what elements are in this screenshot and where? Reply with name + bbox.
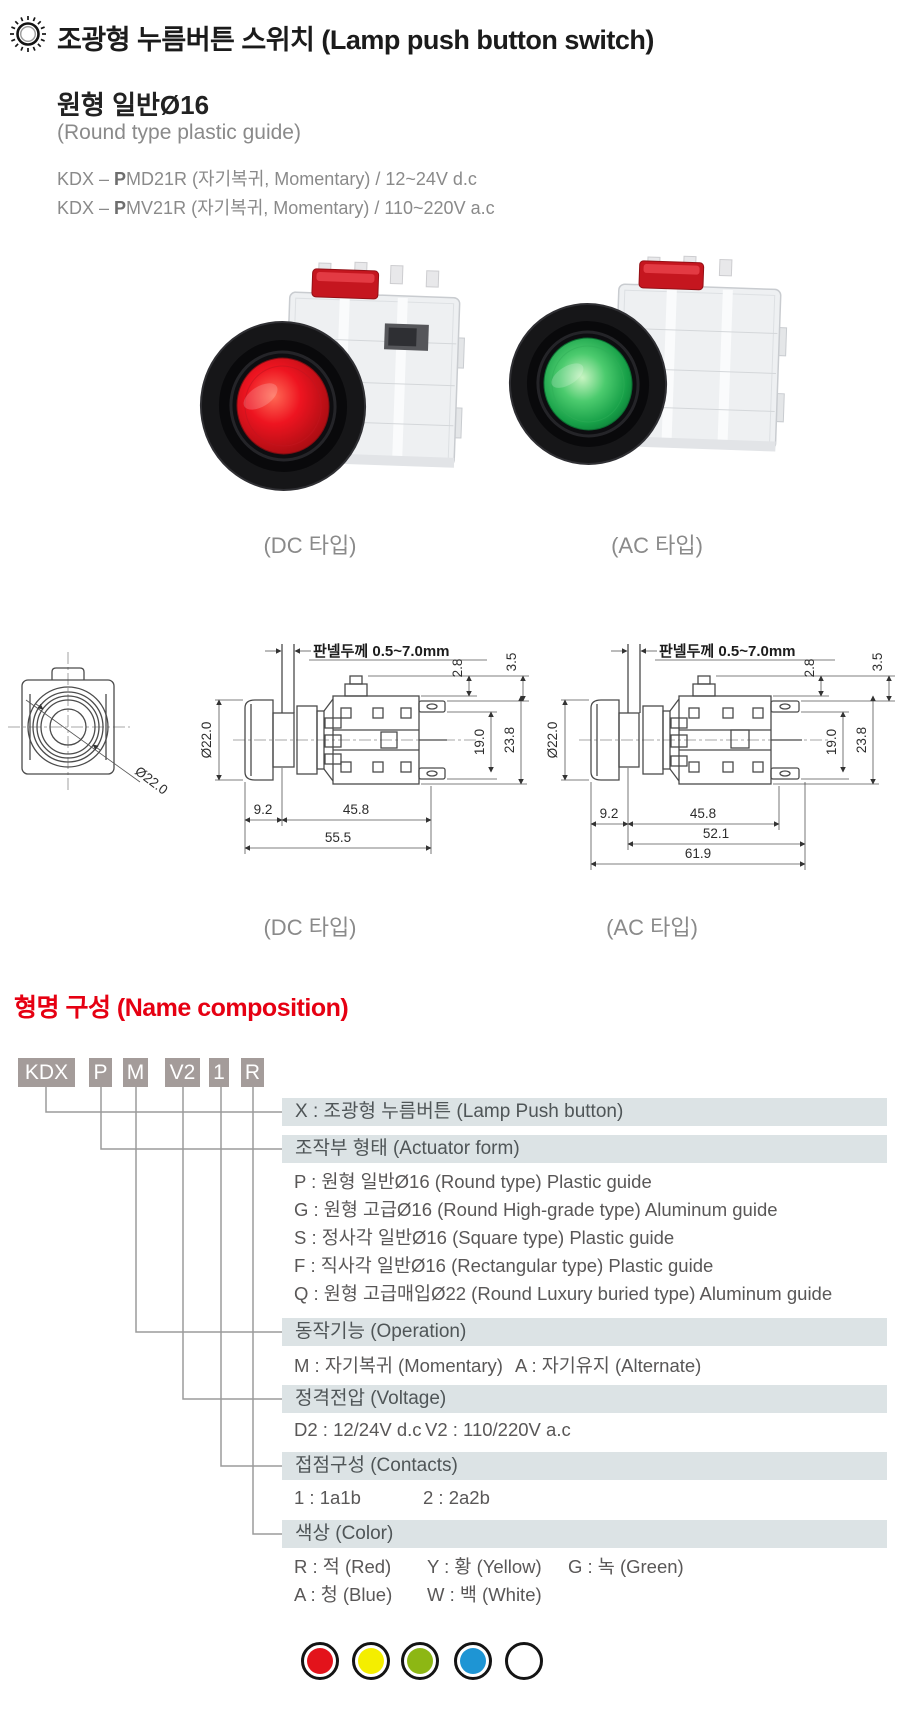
dc-dim-19-0: 19.0	[472, 729, 487, 755]
color-swatch-red	[301, 1642, 339, 1680]
front-view-drawing: Ø22.0	[8, 652, 171, 798]
ac-dim-23-8: 23.8	[854, 727, 869, 753]
color-option-y: Y : 황 (Yellow)	[427, 1556, 542, 1577]
ac-drawing-label: (AC 타입)	[606, 915, 698, 940]
ac-diameter-label: Ø22.0	[545, 722, 560, 759]
code-box-actuator: P	[89, 1058, 112, 1087]
dc-drawing-label: (DC 타입)	[263, 915, 357, 940]
section-bar-operation: 동작기능 (Operation)	[282, 1318, 887, 1346]
dc-dim-45-8: 45.8	[343, 802, 369, 817]
push-button-red	[199, 321, 367, 491]
ac-dim-2-8: 2.8	[802, 659, 817, 678]
code-box-series: KDX	[18, 1058, 75, 1087]
contacts-option-1: 1 : 1a1b	[294, 1487, 361, 1508]
code-box-color: R	[241, 1058, 264, 1087]
color-option-w: W : 백 (White)	[427, 1584, 542, 1605]
code-box-contacts: 1	[209, 1058, 229, 1087]
dc-dim-23-8: 23.8	[502, 727, 517, 753]
ac-dimension-drawing: 판넬두께 0.5~7.0mm Ø22.0 2.8 3.5 19.0 23.8 9…	[545, 643, 895, 870]
model-rest: MD21R (자기복귀, Momentary) / 12~24V d.c	[126, 169, 477, 189]
ac-dim-61-9: 61.9	[685, 846, 711, 861]
color-swatch-green	[401, 1642, 439, 1680]
operation-option-a: A : 자기유지 (Alternate)	[515, 1355, 702, 1376]
dc-dimension-drawing: 판넬두께 0.5~7.0mm Ø22.0 2.8 3.5 19.0 23.8 9…	[199, 643, 529, 854]
model-rest: MV21R (자기복귀, Momentary) / 110~220V a.c	[126, 198, 495, 218]
swatch-fill-white	[511, 1648, 537, 1674]
dc-product-photo	[199, 261, 465, 491]
push-button-green	[508, 303, 668, 465]
ac-dim-9-2: 9.2	[600, 806, 619, 821]
actuator-option-s: S : 정사각 일반Ø16 (Square type) Plastic guid…	[294, 1227, 675, 1248]
operation-option-m: M : 자기복귀 (Momentary)	[294, 1355, 503, 1376]
dc-dim-2-8: 2.8	[450, 659, 465, 678]
section-bar-color: 색상 (Color)	[282, 1520, 887, 1548]
model-line-ac: KDX – PMV21R (자기복귀, Momentary) / 110~220…	[57, 194, 495, 220]
product-subtitle: 원형 일반Ø16	[57, 90, 210, 120]
model-line-dc: KDX – PMD21R (자기복귀, Momentary) / 12~24V …	[57, 165, 477, 191]
swatch-fill-yellow	[358, 1648, 384, 1674]
subtitle-english: (Round type plastic guide)	[57, 121, 301, 144]
actuator-option-p: P : 원형 일반Ø16 (Round type) Plastic guide	[294, 1171, 652, 1192]
actuator-option-q: Q : 원형 고급매입Ø22 (Round Luxury buried type…	[294, 1283, 833, 1304]
actuator-option-g: G : 원형 고급Ø16 (Round High-grade type) Alu…	[294, 1199, 778, 1220]
swatch-fill-red	[307, 1648, 333, 1674]
red-latch-tab	[638, 260, 705, 291]
ac-panel-thickness-label: 판넬두께 0.5~7.0mm	[659, 643, 796, 660]
color-option-r: R : 적 (Red)	[294, 1556, 392, 1577]
actuator-option-f: F : 직사각 일반Ø16 (Rectangular type) Plastic…	[294, 1255, 714, 1276]
code-box-operation: M	[123, 1058, 148, 1087]
dc-dim-9-2: 9.2	[254, 802, 273, 817]
model-bold-letter: P	[114, 169, 127, 189]
ac-product-photo	[508, 255, 788, 465]
dc-photo-label: (DC 타입)	[263, 533, 357, 558]
dc-panel-thickness-label: 판넬두께 0.5~7.0mm	[313, 643, 450, 660]
model-bold-letter: P	[114, 198, 127, 218]
swatch-fill-green	[407, 1648, 433, 1674]
section-bar-actuator: 조작부 형태 (Actuator form)	[282, 1135, 887, 1163]
ac-photo-label: (AC 타입)	[611, 533, 703, 558]
ac-dim-3-5: 3.5	[870, 653, 885, 672]
ac-dim-19-0: 19.0	[824, 729, 839, 755]
model-prefix: KDX –	[57, 169, 115, 189]
voltage-option-d2: D2 : 12/24V d.c	[294, 1419, 422, 1440]
color-option-g: G : 녹 (Green)	[568, 1556, 684, 1577]
page-title: 조광형 누름버튼 스위치 (Lamp push button switch)	[57, 25, 654, 55]
color-swatch-white	[505, 1642, 543, 1680]
code-connector-lines	[45, 1087, 284, 1535]
color-swatch-blue	[454, 1642, 492, 1680]
section-bar-contacts: 접점구성 (Contacts)	[282, 1452, 887, 1480]
contacts-option-2: 2 : 2a2b	[423, 1487, 490, 1508]
code-box-voltage: V2	[165, 1058, 200, 1087]
section-bar-voltage: 정격전압 (Voltage)	[282, 1385, 887, 1413]
section-bar-lamp: X : 조광형 누름버튼 (Lamp Push button)	[282, 1098, 887, 1126]
name-composition-heading: 형명 구성 (Name composition)	[14, 994, 349, 1022]
dc-dim-55-5: 55.5	[325, 830, 351, 845]
red-latch-tab	[311, 268, 380, 300]
color-swatch-yellow	[352, 1642, 390, 1680]
color-option-a: A : 청 (Blue)	[294, 1584, 393, 1605]
dc-dim-3-5: 3.5	[504, 653, 519, 672]
ac-dim-45-8: 45.8	[690, 806, 716, 821]
voltage-option-v2: V2 : 110/220V a.c	[425, 1419, 571, 1440]
lamp-glow-icon	[10, 16, 46, 52]
ac-dim-52-1: 52.1	[703, 826, 729, 841]
model-prefix: KDX –	[57, 198, 115, 218]
dc-diameter-label: Ø22.0	[199, 722, 214, 759]
swatch-fill-blue	[460, 1648, 486, 1674]
